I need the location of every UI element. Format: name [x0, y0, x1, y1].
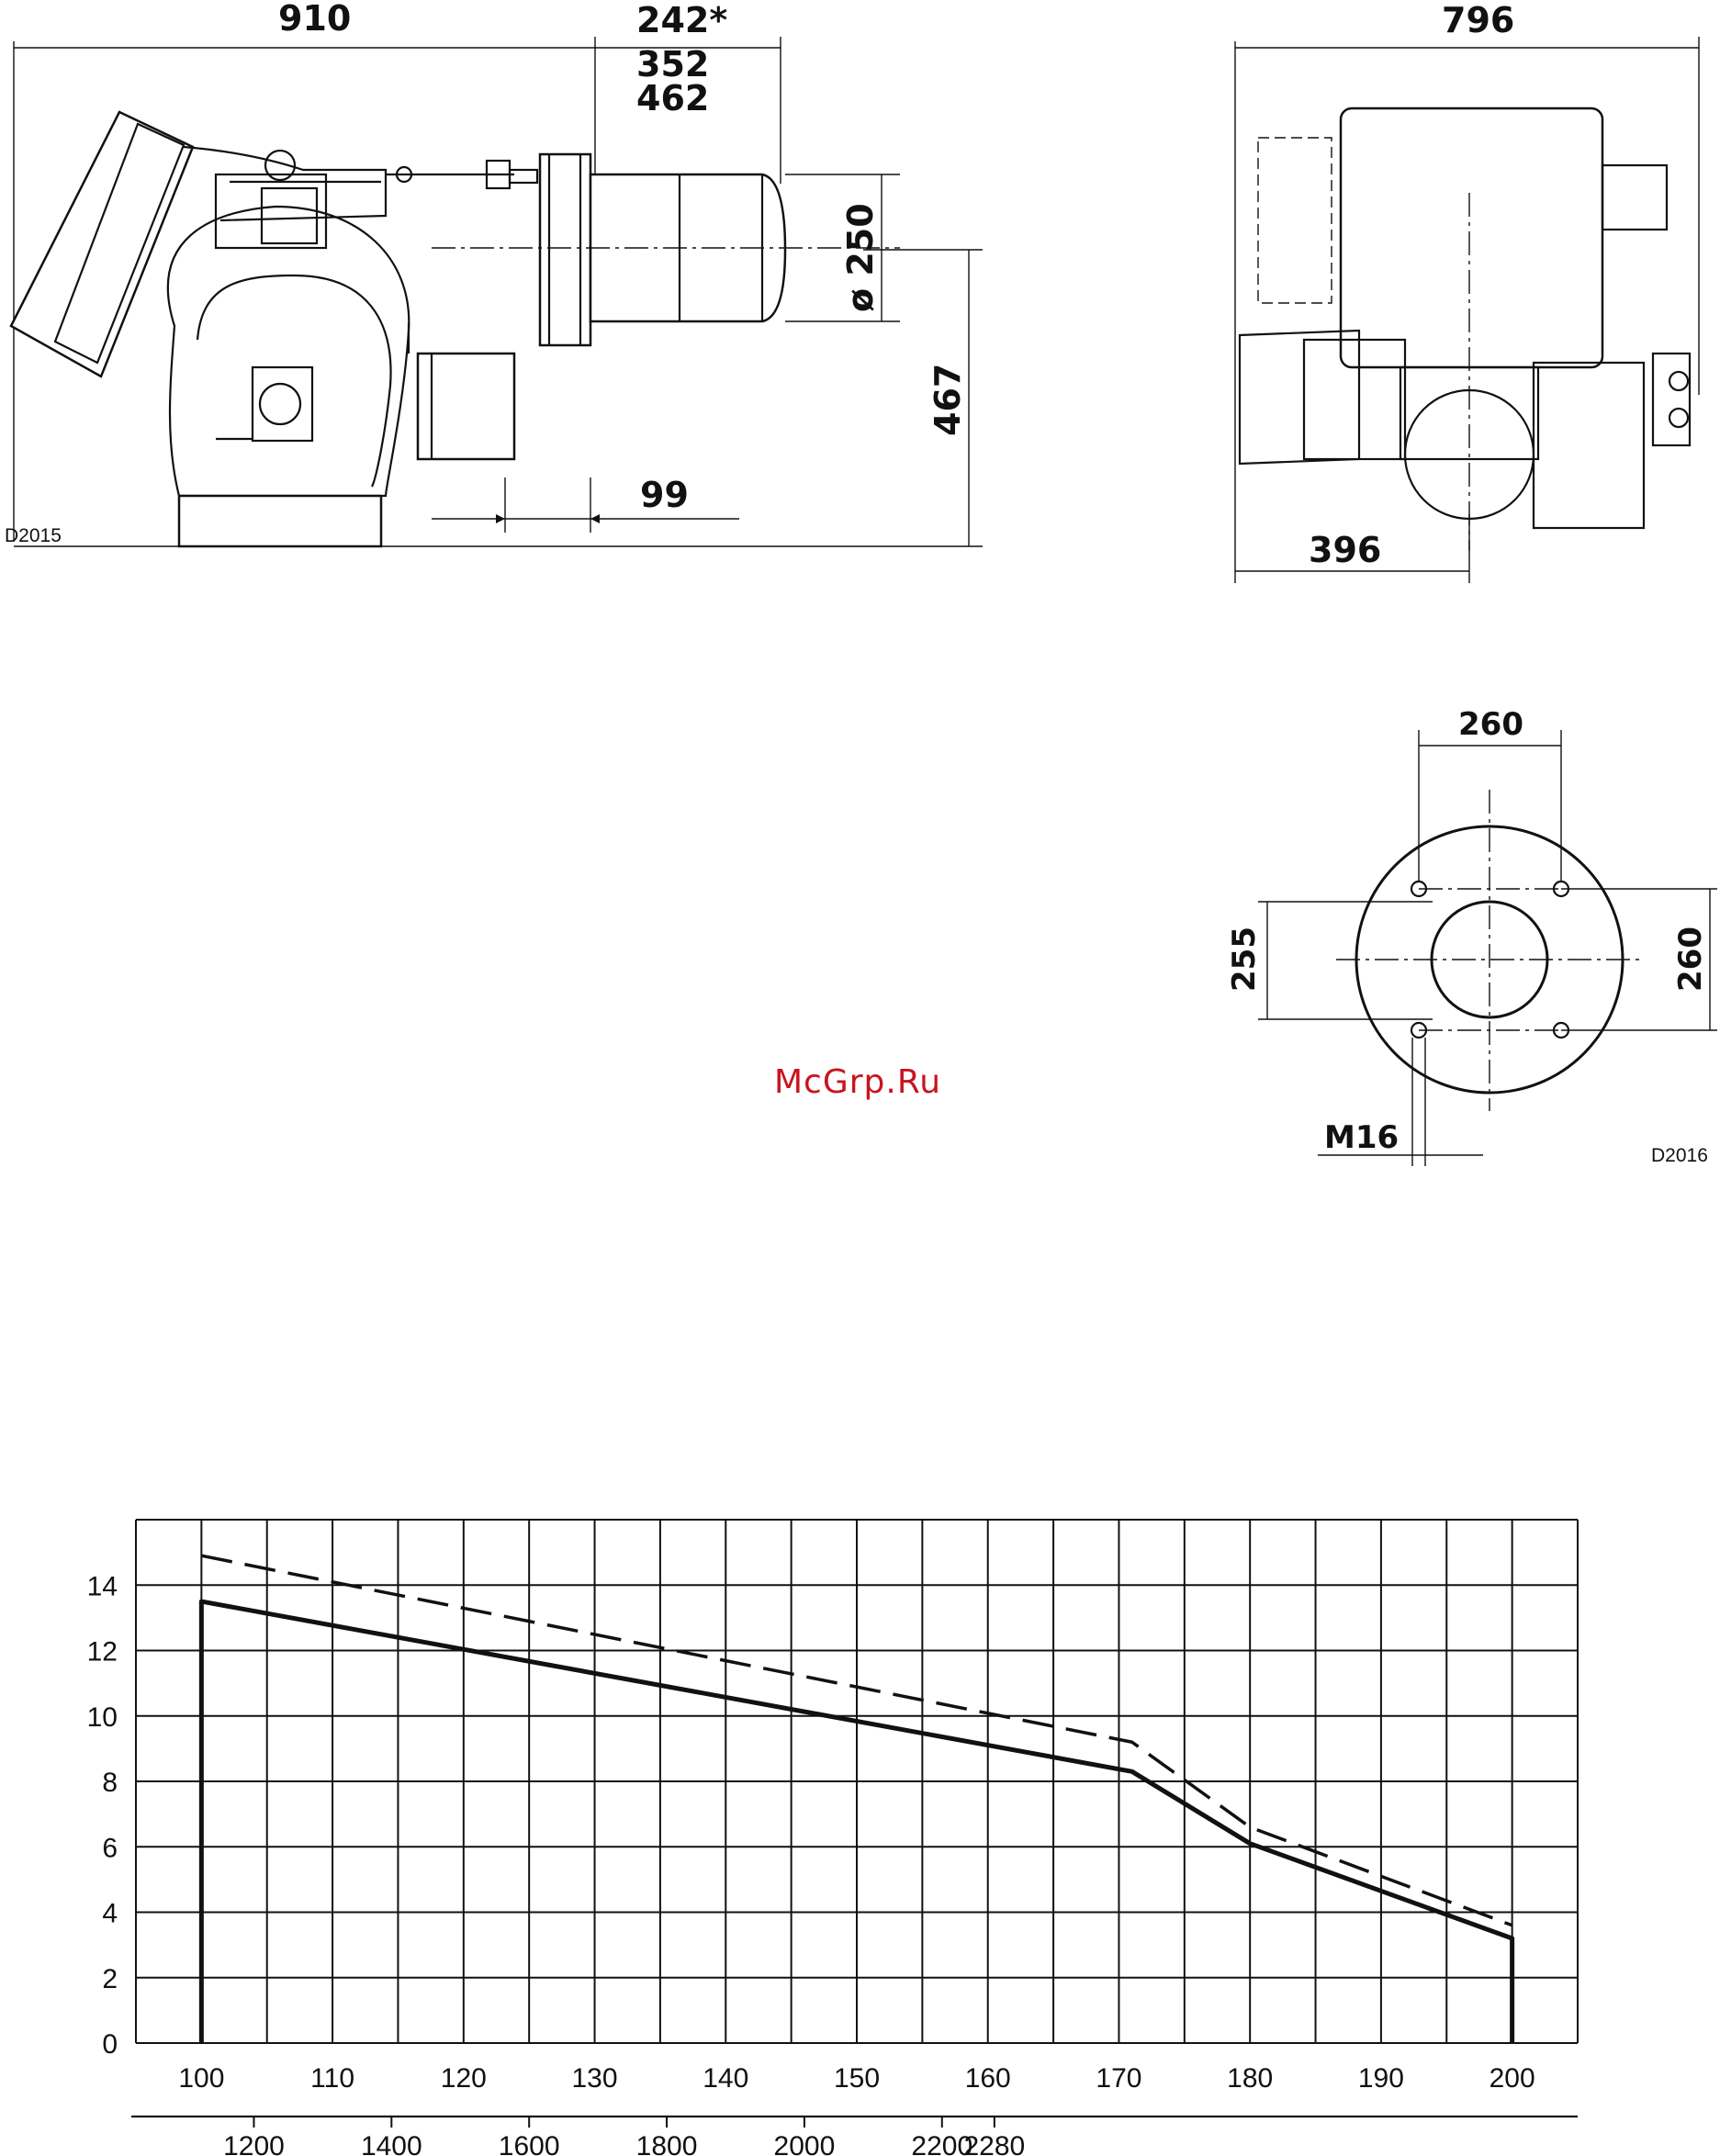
y-tick-label: 12 [87, 1637, 118, 1668]
secondary-x-tick-label: 1600 [499, 2131, 560, 2156]
burner-front-view: 796 396 [1235, 0, 1699, 583]
x-tick-label: 170 [1096, 2063, 1141, 2094]
dim-axis-offset: 396 [1309, 530, 1381, 570]
x-tick-label: 100 [178, 2063, 224, 2094]
y-tick-label: 8 [102, 1768, 118, 1798]
dim-head-diameter: ø 250 [840, 203, 881, 312]
x-tick-label: 190 [1358, 2063, 1404, 2094]
mounting-flange-view: 260 255 260 M16 D2016 [1226, 706, 1717, 1166]
x-tick-label: 130 [572, 2063, 618, 2094]
dim-overall-length: 910 [278, 0, 351, 39]
x-tick-label: 140 [703, 2063, 748, 2094]
secondary-x-tick-label: 1800 [636, 2131, 698, 2156]
dim-hole-spacing-y: 260 [1672, 926, 1709, 992]
thread-size: M16 [1324, 1119, 1399, 1156]
x-tick-label: 120 [441, 2063, 487, 2094]
y-tick-label: 2 [102, 1964, 118, 1994]
y-tick-label: 4 [102, 1899, 118, 1929]
dim-height: 467 [927, 364, 968, 436]
y-tick-label: 0 [102, 2029, 118, 2060]
y-tick-label: 14 [87, 1571, 118, 1601]
drawing-code-side: D2015 [5, 525, 62, 546]
secondary-x-tick-label: 1200 [223, 2131, 285, 2156]
x-tick-label: 160 [965, 2063, 1011, 2094]
dim-head-length-long: 462 [636, 78, 709, 118]
drawing-code-flange: D2016 [1651, 1145, 1708, 1166]
dim-flange: 99 [640, 475, 689, 515]
x-tick-label: 200 [1490, 2063, 1535, 2094]
watermark: McGrp.Ru [774, 1063, 941, 1101]
dim-hole-spacing-x: 260 [1458, 706, 1523, 743]
x-tick-label: 110 [310, 2063, 354, 2094]
dim-bore: 255 [1226, 926, 1263, 992]
capacity-chart: 0 2 4 6 8 10 12 14 100 110 120 130 140 150 160 170 180 19… [87, 1520, 1578, 2156]
secondary-x-tick-label: 2280 [963, 2131, 1025, 2156]
x-tick-label: 150 [834, 2063, 880, 2094]
dim-front-width: 796 [1442, 0, 1514, 40]
y-tick-label: 6 [102, 1833, 118, 1863]
dim-head-length-short: 242* [636, 0, 727, 40]
y-tick-label: 10 [87, 1702, 118, 1733]
burner-side-view: 910 242* 352 462 ø 250 467 99 D2015 [5, 0, 983, 546]
secondary-x-tick-label: 1400 [361, 2131, 422, 2156]
x-tick-label: 180 [1227, 2063, 1273, 2094]
secondary-x-tick-label: 2000 [774, 2131, 836, 2156]
